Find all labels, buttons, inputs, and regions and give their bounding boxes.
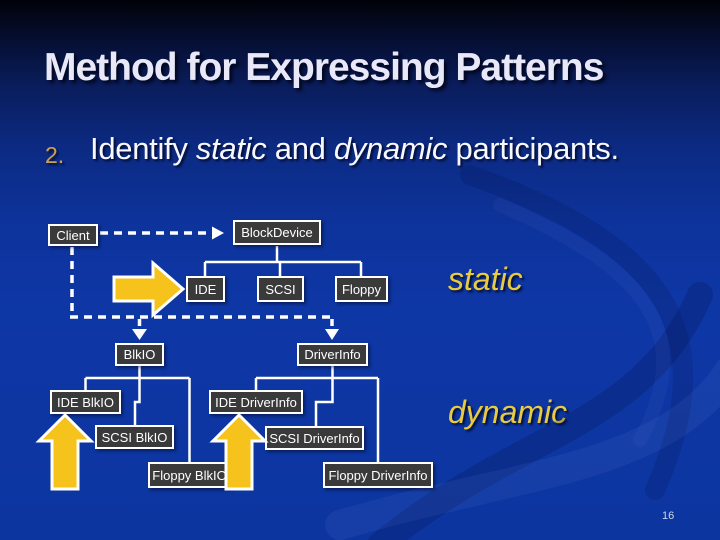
page-number: 16 [662, 510, 675, 522]
box-blockdevice: BlockDevice [233, 220, 321, 245]
bullet-text: Identify static and dynamic participants… [90, 131, 619, 167]
bullet-text-part: participants. [447, 131, 620, 166]
box-scsi-blkio: SCSI BlkIO [95, 425, 174, 449]
blockdevice-inheritance-lines [203, 246, 363, 277]
box-scsi: SCSI [257, 276, 304, 302]
yellow-up-arrow-left-icon [35, 412, 95, 491]
bullet-text-static: static [195, 131, 267, 166]
box-client: Client [48, 224, 98, 246]
box-ide-blkio: IDE BlkIO [50, 390, 121, 414]
yellow-right-arrow-icon [112, 259, 186, 319]
box-driverinfo: DriverInfo [297, 343, 368, 366]
box-floppy-blkio: Floppy BlkIO [148, 462, 231, 488]
box-floppy: Floppy [335, 276, 388, 302]
client-to-blockdevice-dashed-arrow [100, 226, 224, 240]
bullet-text-part: and [266, 131, 334, 166]
box-scsi-driverinfo: SCSI DriverInfo [265, 426, 364, 450]
box-ide: IDE [186, 276, 225, 302]
bullet-text-part: Identify [90, 131, 196, 166]
list-number: 2. [45, 142, 65, 168]
bullet-text-dynamic: dynamic [333, 131, 448, 166]
box-ide-driverinfo: IDE DriverInfo [209, 390, 303, 414]
static-label: static [448, 261, 523, 297]
box-floppy-driverinfo: Floppy DriverInfo [323, 462, 433, 488]
dynamic-label: dynamic [448, 394, 568, 430]
box-blkio: BlkIO [115, 343, 164, 366]
slide-title: Method for Expressing Patterns [44, 46, 604, 89]
